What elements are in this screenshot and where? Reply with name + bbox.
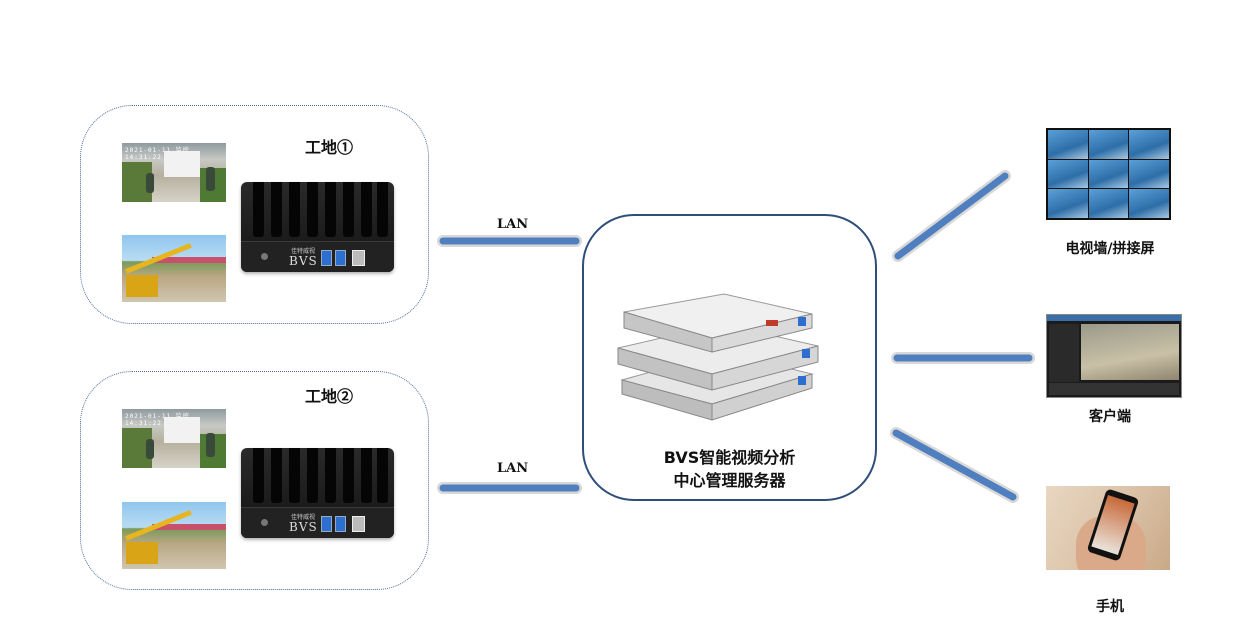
video-wall-label: 电视墙/拼接屏 [1065,241,1155,257]
server-label-line1: BVS智能视频分析 [663,448,796,467]
site-1-camera-image: 2021-01-11 监控 14:31:22 [122,143,226,202]
site-1-camera-overlay: 2021-01-11 监控 14:31:22 [125,147,190,161]
usb-port-icon [352,250,365,266]
site-2-camera-image: 2021-01-11 监控 14:31:22 [122,409,226,468]
site-2-group [80,371,429,590]
video-wall-icon [1046,128,1171,220]
usb-port-icon [335,250,346,266]
server-label-line2: 中心管理服务器 [673,471,786,490]
site-1-title: 工地① [305,138,354,157]
output-link-videowall [894,172,1009,260]
mobile-phone-icon [1046,486,1170,570]
site-2-device-brand: BVS [289,520,318,534]
site-2-device-brand-small: 佳特威视 [291,514,316,521]
usb-port-icon [352,516,365,532]
power-button-icon [261,253,268,260]
site-1-group [80,105,429,324]
site-2-title: 工地② [305,387,354,406]
site-1-edge-box: 佳特威视 BVS [241,182,394,272]
client-label: 客户端 [1089,409,1131,425]
site-1-device-brand-small: 佳特威视 [291,248,316,255]
site-2-crane-image [122,502,226,569]
usb-port-icon [321,250,332,266]
output-link-phone [892,429,1017,501]
phone-label: 手机 [1096,599,1124,615]
client-software-icon [1046,314,1182,398]
power-button-icon [261,519,268,526]
site-2-camera-overlay: 2021-01-11 监控 14:31:22 [125,413,190,427]
lan-link-1-label: LAN [497,217,529,232]
lan-link-2-label: LAN [497,461,529,476]
usb-port-icon [321,516,332,532]
site-2-edge-box: 佳特威视 BVS [241,448,394,538]
usb-port-icon [335,516,346,532]
site-1-device-brand: BVS [289,254,318,268]
server-stack-icon [617,293,819,421]
site-1-crane-image [122,235,226,302]
